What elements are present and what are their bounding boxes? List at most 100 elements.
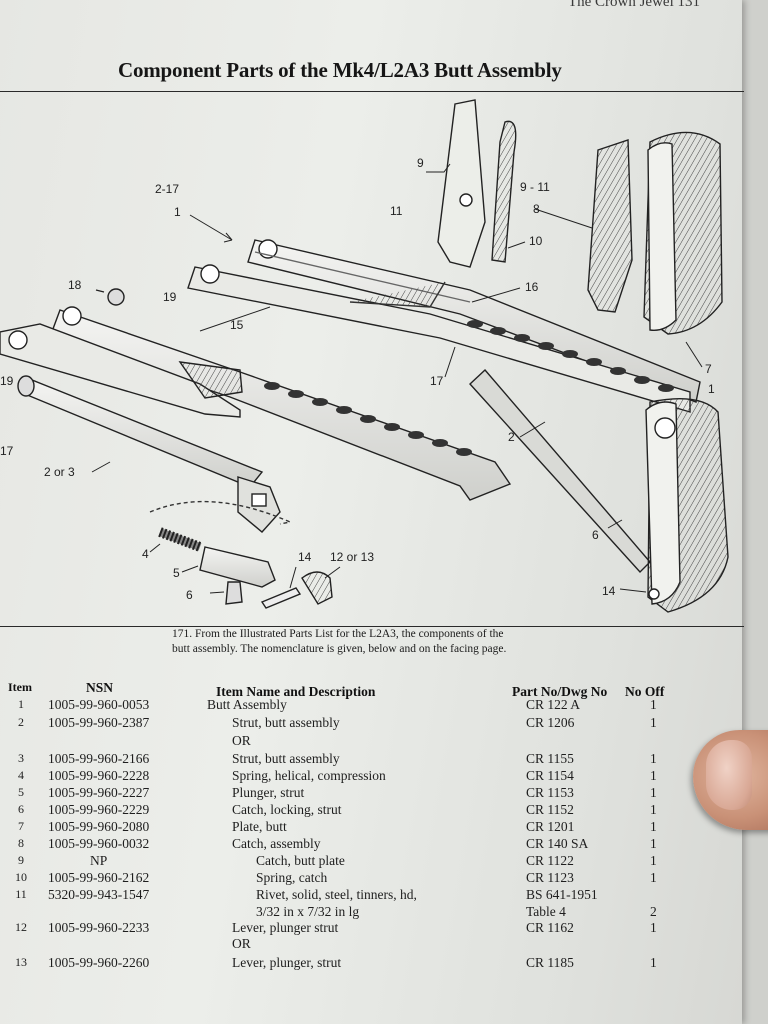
table-row: 5 1005-99-960-2227 Plunger, strut CR 115… (0, 785, 700, 802)
row-item: 9 (18, 853, 24, 867)
row-part: CR 1206 (526, 715, 575, 730)
row-part: BS 641-1951 (526, 887, 598, 902)
row-off: 1 (650, 870, 657, 885)
row-off: 1 (650, 819, 657, 834)
diagram-drawing (0, 99, 729, 613)
table-row: 3 1005-99-960-2166 Strut, butt assembly … (0, 751, 700, 768)
row-part: CR 140 SA (526, 836, 589, 851)
row-item: 6 (18, 802, 24, 816)
callout-11: 11 (390, 204, 403, 218)
callout-18: 18 (68, 278, 82, 292)
table-row: 9 NP Catch, butt plate CR 1122 1 (0, 853, 700, 870)
callout-19: 19 (163, 290, 177, 304)
callout-14-small: 14 (298, 550, 312, 564)
row-desc: Spring, catch (256, 870, 328, 885)
table-row: 11 5320-99-943-1547 Rivet, solid, steel,… (0, 887, 700, 904)
row-off: 2 (650, 904, 657, 919)
row-item: 12 (15, 920, 27, 934)
running-head: The Crown Jewel 131 (567, 0, 700, 10)
row-nsn: 1005-99-960-2233 (48, 920, 150, 935)
row-item: 3 (18, 751, 24, 765)
row-desc: Spring, helical, compression (232, 768, 386, 783)
row-off: 1 (650, 697, 657, 712)
row-part: CR 1185 (526, 955, 574, 970)
header-description: Item Name and Description (216, 684, 376, 699)
row-desc: Strut, butt assembly (232, 715, 340, 730)
row-off: 1 (650, 785, 657, 800)
row-item: 2 (18, 715, 24, 729)
table-row: 10 1005-99-960-2162 Spring, catch CR 112… (0, 870, 700, 887)
row-nsn: 1005-99-960-0053 (48, 697, 150, 712)
spring-part (158, 527, 202, 552)
table-row: 12 1005-99-960-2233 Lever, plunger strut… (0, 920, 700, 937)
callout-17-left: 17 (0, 444, 14, 458)
callout-2: 2 (508, 430, 515, 444)
row-off: 1 (650, 768, 657, 783)
row-part: CR 1152 (526, 802, 574, 817)
table-row: 6 1005-99-960-2229 Catch, locking, strut… (0, 802, 700, 819)
row-item: 10 (15, 870, 27, 884)
row-nsn: 1005-99-960-2080 (48, 819, 150, 834)
figure-caption: 171. From the Illustrated Parts List for… (172, 628, 507, 655)
row-part: CR 122 A (526, 697, 581, 712)
header-part-no: Part No/Dwg No (512, 684, 608, 699)
plunger-part (199, 546, 276, 588)
callout-1-right: 1 (708, 382, 715, 396)
callout-7: 7 (705, 362, 712, 376)
callout-1: 1 (174, 205, 181, 219)
header-nsn: NSN (86, 680, 114, 695)
callout-9-11: 9 - 11 (520, 180, 550, 194)
row-item: 8 (18, 836, 24, 850)
table-row: 3/32 in x 7/32 in lg Table 4 2 (0, 904, 700, 921)
row-desc: Catch, butt plate (256, 853, 345, 868)
row-item: 11 (15, 887, 27, 901)
row-part: CR 1155 (526, 751, 574, 766)
callout-5: 5 (173, 566, 180, 580)
row-nsn: 5320-99-943-1547 (48, 887, 150, 902)
row-desc: 3/32 in x 7/32 in lg (256, 904, 360, 919)
callout-12-or-13: 12 or 13 (330, 550, 375, 564)
row-item: 1 (18, 697, 24, 711)
row-desc: Plate, butt (232, 819, 287, 834)
row-nsn: 1005-99-960-2228 (48, 768, 150, 783)
callout-14: 14 (602, 584, 616, 598)
table-row: OR (0, 733, 700, 750)
callout-10: 10 (529, 234, 543, 248)
callout-16: 16 (525, 280, 539, 294)
row-desc: Catch, assembly (232, 836, 321, 851)
row-nsn: 1005-99-960-2387 (48, 715, 150, 730)
thumbnail-nail (706, 740, 752, 810)
row-desc: Strut, butt assembly (232, 751, 340, 766)
page-title: Component Parts of the Mk4/L2A3 Butt Ass… (118, 58, 562, 82)
callout-6-small: 6 (186, 588, 193, 602)
callout-8: 8 (533, 202, 540, 216)
callout-9: 9 (417, 156, 424, 170)
row-off: 1 (650, 955, 657, 970)
table-row: OR (0, 936, 700, 953)
row-part: CR 1162 (526, 920, 574, 935)
header-no-off: No Off (625, 684, 665, 699)
callout-4: 4 (142, 547, 149, 561)
callout-2-or-3: 2 or 3 (44, 465, 75, 479)
table-row: 8 1005-99-960-0032 Catch, assembly CR 14… (0, 836, 700, 853)
callout-19-left: 19 (0, 374, 14, 388)
row-part: CR 1122 (526, 853, 574, 868)
row-part: CR 1154 (526, 768, 574, 783)
row-off: 1 (650, 751, 657, 766)
row-nsn: 1005-99-960-2162 (48, 870, 150, 885)
row-item: 5 (18, 785, 24, 799)
row-part: CR 1123 (526, 870, 574, 885)
row-nsn: 1005-99-960-0032 (48, 836, 150, 851)
row-item: 4 (18, 768, 24, 782)
row-nsn: 1005-99-960-2227 (48, 785, 150, 800)
book-page: The Crown Jewel 131 Component Parts of t… (0, 0, 744, 1024)
row-item: 7 (18, 819, 24, 833)
row-part: CR 1153 (526, 785, 574, 800)
table-row: 7 1005-99-960-2080 Plate, butt CR 1201 1 (0, 819, 700, 836)
callout-2-17: 2-17 (155, 182, 180, 196)
callout-6: 6 (592, 528, 599, 542)
row-nsn: NP (90, 853, 108, 868)
table-row: 13 1005-99-960-2260 Lever, plunger, stru… (0, 955, 700, 972)
row-desc: Lever, plunger strut (232, 920, 339, 935)
row-nsn: 1005-99-960-2166 (48, 751, 150, 766)
